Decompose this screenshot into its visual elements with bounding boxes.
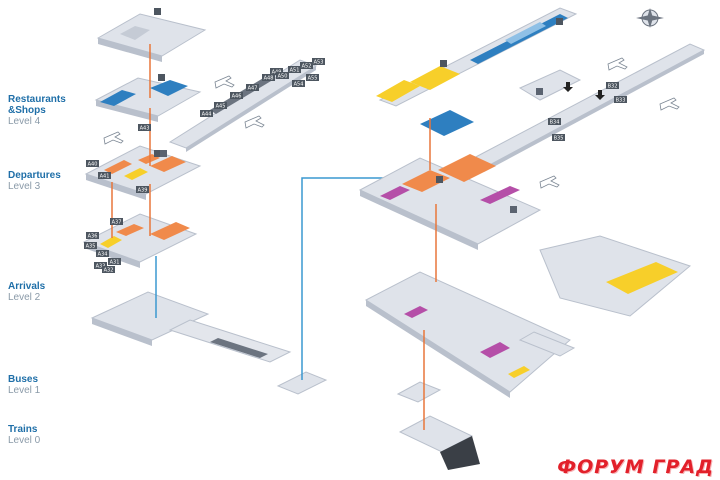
airplane-icon (539, 175, 560, 189)
airplane-icon (659, 97, 680, 111)
svg-text:A46: A46 (232, 94, 242, 100)
gate-label-a40: A40 (86, 160, 99, 168)
svg-text:A52: A52 (302, 64, 312, 70)
level-name-2: &Shops (8, 105, 46, 116)
terminal-b-level-1 (396, 381, 442, 403)
gate-label-a50: A50 (276, 72, 289, 80)
gate-label-a31: A31 (108, 258, 121, 266)
arrow-down-icon (595, 90, 605, 100)
gate-label-a53: A53 (312, 58, 325, 66)
svg-text:A43: A43 (140, 126, 150, 132)
gate-label-a41: A41 (98, 172, 111, 180)
airplane-icon (607, 57, 628, 71)
terminal-a-level-2 (82, 213, 198, 268)
level-sub: Level 2 (8, 292, 41, 303)
terminal-b-level-3 (358, 66, 542, 250)
terminal-a-level-1 (90, 291, 328, 395)
gate-label-a37: A37 (110, 218, 123, 226)
svg-text:A51: A51 (290, 68, 300, 74)
gate-label-a34: A34 (96, 250, 109, 258)
level-name: Restaurants (8, 94, 66, 105)
svg-text:A41: A41 (100, 174, 110, 180)
svg-text:A33: A33 (96, 264, 106, 270)
terminal-a-level-4-top (96, 13, 207, 62)
airplane-icon (244, 115, 265, 129)
terminal-a-level-3 (84, 145, 202, 200)
svg-text:B34: B34 (550, 120, 560, 126)
gate-label-a39: A39 (136, 186, 149, 194)
svg-text:A36: A36 (88, 234, 98, 240)
airplane-icon (214, 75, 235, 89)
svg-text:A48: A48 (264, 76, 274, 82)
terminal-b-extension (539, 235, 692, 317)
terminal-b-vertical-links (423, 118, 437, 430)
svg-text:A44: A44 (202, 112, 212, 118)
gate-label-a48: A48 (262, 74, 275, 82)
svg-text:B35: B35 (554, 136, 564, 142)
gate-labels: A49A48A47A46A45A44A43A40A41A39A37A36A35A… (84, 58, 627, 274)
svg-text:A31: A31 (110, 260, 120, 266)
restroom-icon (160, 88, 543, 213)
svg-text:A32: A32 (104, 268, 114, 274)
gate-label-b35: B35 (552, 134, 565, 142)
svg-text:A54: A54 (294, 82, 304, 88)
svg-text:A47: A47 (248, 86, 258, 92)
gate-label-a52: A52 (300, 62, 313, 70)
level-label-4: Restaurants &Shops Level 4 (8, 94, 66, 127)
gate-label-a36: A36 (86, 232, 99, 240)
gate-label-b33: B33 (614, 96, 627, 104)
gate-label-a43: A43 (138, 124, 151, 132)
terminal-a-vertical-links (111, 44, 151, 238)
forum-grad-watermark: ФОРУМ ГРАД (557, 456, 714, 478)
level-name: Buses (8, 374, 39, 385)
gate-label-a44: A44 (200, 110, 213, 118)
airplane-icon (103, 131, 124, 145)
level-name: Arrivals (8, 281, 46, 292)
level-sub: Level 4 (8, 116, 41, 127)
pier-a (168, 59, 318, 152)
svg-text:B32: B32 (608, 84, 618, 90)
gate-label-a45: A45 (214, 102, 227, 110)
gate-label-a32: A32 (102, 266, 115, 274)
terminal-a-level-4-shops (94, 77, 202, 122)
elevator-icon (154, 8, 563, 183)
gate-label-a54: A54 (292, 80, 305, 88)
svg-text:A55: A55 (308, 76, 318, 82)
level-name: Departures (8, 170, 61, 181)
svg-text:A45: A45 (216, 104, 226, 110)
svg-text:B33: B33 (616, 98, 626, 104)
svg-text:A50: A50 (278, 74, 288, 80)
terminal-connector-lines (155, 177, 398, 380)
gate-label-a51: A51 (288, 66, 301, 74)
compass-rose-icon (636, 8, 664, 28)
svg-text:A34: A34 (98, 252, 108, 258)
gate-label-a35: A35 (84, 242, 97, 250)
gate-label-b34: B34 (548, 118, 561, 126)
level-name: Trains (8, 424, 38, 435)
svg-text:A35: A35 (86, 244, 96, 250)
terminal-b-level-2 (365, 271, 576, 398)
gate-label-b32: B32 (606, 82, 619, 90)
arrow-down-icon (563, 82, 573, 92)
gate-label-a47: A47 (246, 84, 259, 92)
gate-label-a46: A46 (230, 92, 243, 100)
svg-text:A40: A40 (88, 162, 98, 168)
gate-label-a33: A33 (94, 262, 107, 270)
svg-text:A39: A39 (138, 188, 148, 194)
level-label-3: Departures Level 3 (8, 170, 61, 192)
level-label-1: Buses Level 1 (8, 374, 40, 396)
svg-text:A53: A53 (314, 60, 324, 66)
level-label-0: Trains Level 0 (8, 424, 40, 446)
train-station-level-0 (398, 415, 480, 470)
svg-text:A37: A37 (112, 220, 122, 226)
gate-label-a55: A55 (306, 74, 319, 82)
level-sub: Level 3 (8, 181, 41, 192)
level-sub: Level 1 (8, 385, 41, 396)
level-label-2: Arrivals Level 2 (8, 281, 45, 303)
level-sub: Level 0 (8, 435, 41, 446)
